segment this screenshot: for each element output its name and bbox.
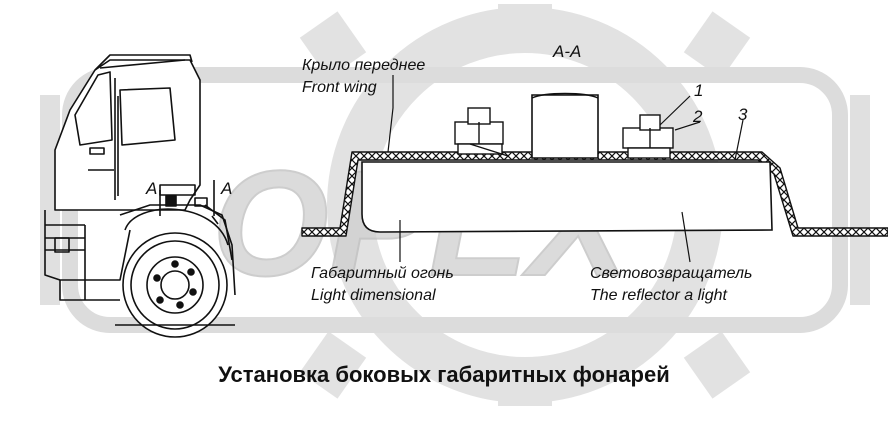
callout-2: 2 (693, 107, 703, 126)
section-label: А-А (553, 42, 582, 61)
front-wing-ru: Крыло переднее (302, 57, 426, 74)
light-label-ru: Габаритный огонь (311, 265, 454, 282)
callout-3: 3 (738, 105, 748, 124)
right-bolt (622, 114, 674, 159)
reflector-label-ru: Световозвращатель (590, 265, 753, 282)
front-wing-en: Front wing (302, 79, 377, 96)
section-wing (301, 75, 888, 263)
section-marker-right: А (221, 179, 233, 198)
section-marker-left: А (146, 179, 158, 198)
reflector-label-en: The reflector a light (590, 287, 727, 304)
center-cylinder (531, 94, 599, 159)
truck-cab (44, 54, 236, 338)
left-bolt (454, 107, 509, 157)
lamp-housing (361, 161, 773, 233)
figure-caption: Установка боковых габаритных фонарей (218, 362, 670, 387)
light-label-en: Light dimensional (311, 287, 436, 304)
callout-1: 1 (694, 81, 704, 100)
